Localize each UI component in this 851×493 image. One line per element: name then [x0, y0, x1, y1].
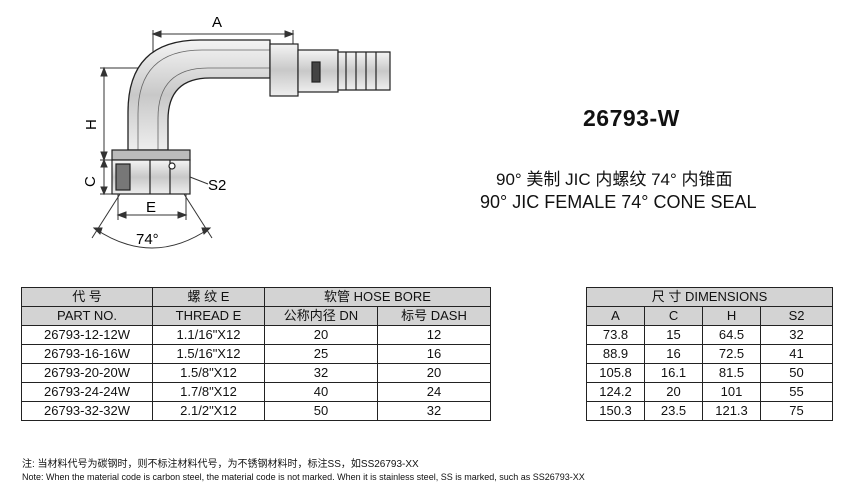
- header-part-cn: 代 号: [21, 287, 153, 307]
- header-row-1: 代 号 螺 纹 E 软管 HOSE BORE 尺 寸 DIMENSIONS: [21, 287, 834, 307]
- cell-thread: 1.5/8"X12: [152, 363, 265, 383]
- cell-part: 26793-24-24W: [21, 382, 153, 402]
- cell-s2: 55: [760, 382, 834, 402]
- column-gap: [490, 401, 588, 421]
- cell-h: 64.5: [702, 325, 762, 345]
- cell-dn: 40: [264, 382, 378, 402]
- angle-label: 74°: [136, 231, 159, 248]
- fitting-drawing: A H C: [82, 14, 391, 249]
- dim-s2-label: S2: [208, 177, 226, 194]
- column-gap: [490, 306, 588, 326]
- dimension-e: [116, 194, 188, 220]
- cell-dash: 20: [376, 363, 492, 383]
- table-row: 26793-12-12W 1.1/16"X12 20 12 73.8 15 64…: [21, 325, 834, 345]
- dim-h-label: H: [83, 119, 100, 130]
- table-row: 26793-20-20W 1.5/8"X12 32 20 105.8 16.1 …: [21, 363, 834, 383]
- description-cn: 90° 美制 JIC 内螺纹 74° 内锥面: [496, 170, 733, 189]
- dim-a-label: A: [212, 14, 222, 31]
- angle-arc: [91, 193, 213, 249]
- cell-c: 23.5: [644, 401, 704, 421]
- tube-body: [127, 39, 271, 151]
- cell-a: 88.9: [586, 344, 646, 364]
- table-row: 26793-32-32W 2.1/2"X12 50 32 150.3 23.5 …: [21, 401, 834, 421]
- header-row-2: PART NO. THREAD E 公称内径 DN 标号 DASH A C H …: [21, 306, 834, 326]
- cell-dn: 25: [264, 344, 378, 364]
- cell-h: 72.5: [702, 344, 762, 364]
- cell-thread: 2.1/2"X12: [152, 401, 265, 421]
- cell-a: 73.8: [586, 325, 646, 345]
- cell-dash: 12: [376, 325, 492, 345]
- dim-c-label: C: [82, 176, 99, 187]
- cell-c: 20: [644, 382, 704, 402]
- header-a: A: [586, 306, 646, 326]
- column-gap: [490, 344, 588, 364]
- hose-tail: [269, 43, 391, 97]
- part-number-title: 26793-W: [583, 105, 680, 131]
- cell-s2: 50: [760, 363, 834, 383]
- cell-part: 26793-20-20W: [21, 363, 153, 383]
- column-gap: [490, 363, 588, 383]
- note-cn: 注: 当材料代号为碳钢时，则不标注材料代号，为不锈钢材料时，标注SS，如SS26…: [22, 459, 419, 470]
- note-en: Note: When the material code is carbon s…: [22, 472, 585, 482]
- header-c: C: [644, 306, 704, 326]
- cell-a: 124.2: [586, 382, 646, 402]
- cell-a: 150.3: [586, 401, 646, 421]
- cell-thread: 1.5/16"X12: [152, 344, 265, 364]
- table-row: 26793-16-16W 1.5/16"X12 25 16 88.9 16 72…: [21, 344, 834, 364]
- header-dash: 标号 DASH: [376, 306, 492, 326]
- cell-dn: 20: [264, 325, 378, 345]
- cell-s2: 32: [760, 325, 834, 345]
- dimension-a: [151, 30, 295, 58]
- spec-table: 代 号 螺 纹 E 软管 HOSE BORE 尺 寸 DIMENSIONS PA…: [21, 287, 834, 421]
- cell-dash: 16: [376, 344, 492, 364]
- column-gap: [490, 287, 588, 307]
- header-dimensions: 尺 寸 DIMENSIONS: [586, 287, 834, 307]
- header-part-en: PART NO.: [21, 306, 153, 326]
- header-thread-en: THREAD E: [152, 306, 265, 326]
- header-thread-cn: 螺 纹 E: [152, 287, 265, 307]
- header-hose-bore: 软管 HOSE BORE: [263, 287, 492, 307]
- column-gap: [490, 325, 588, 345]
- cell-h: 81.5: [702, 363, 762, 383]
- cell-part: 26793-12-12W: [21, 325, 153, 345]
- cell-a: 105.8: [586, 363, 646, 383]
- description-en: 90° JIC FEMALE 74° CONE SEAL: [480, 192, 757, 212]
- cell-dash: 24: [376, 382, 492, 402]
- cell-c: 15: [644, 325, 704, 345]
- dimension-c: [100, 158, 118, 196]
- header-dn: 公称内径 DN: [264, 306, 378, 326]
- cell-s2: 75: [760, 401, 834, 421]
- cell-thread: 1.7/8"X12: [152, 382, 265, 402]
- cell-part: 26793-16-16W: [21, 344, 153, 364]
- cell-thread: 1.1/16"X12: [152, 325, 265, 345]
- dim-e-label: E: [146, 199, 156, 216]
- cell-dash: 32: [376, 401, 492, 421]
- cell-s2: 41: [760, 344, 834, 364]
- table-row: 26793-24-24W 1.7/8"X12 40 24 124.2 20 10…: [21, 382, 834, 402]
- cell-h: 101: [702, 382, 762, 402]
- cell-c: 16: [644, 344, 704, 364]
- header-s2: S2: [760, 306, 834, 326]
- cell-h: 121.3: [702, 401, 762, 421]
- header-h: H: [702, 306, 762, 326]
- cell-dn: 32: [264, 363, 378, 383]
- cell-c: 16.1: [644, 363, 704, 383]
- dimension-s2: [189, 176, 209, 185]
- swivel-nut: [111, 149, 191, 195]
- cell-dn: 50: [264, 401, 378, 421]
- column-gap: [490, 382, 588, 402]
- cell-part: 26793-32-32W: [21, 401, 153, 421]
